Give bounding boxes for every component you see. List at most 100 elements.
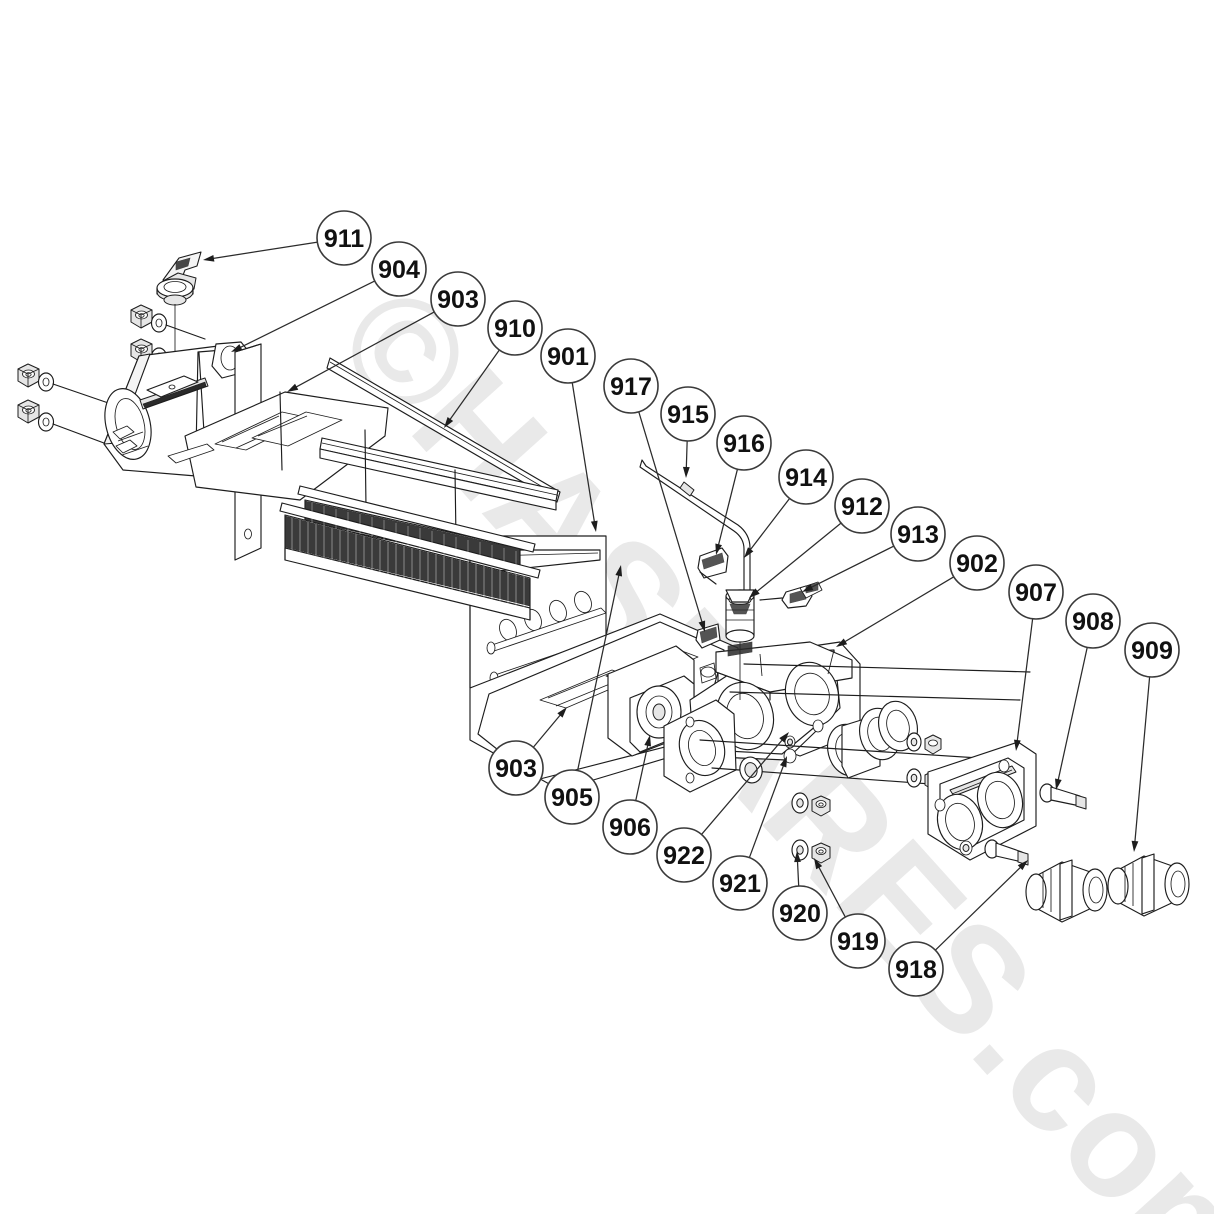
- callout-903[interactable]: 903: [287, 271, 486, 392]
- callout-910[interactable]: 910: [444, 300, 543, 428]
- callout-917[interactable]: 917: [603, 358, 706, 632]
- injector-bracket: [927, 741, 1037, 861]
- callout-bubble[interactable]: [316, 210, 372, 266]
- callout-bubble[interactable]: [656, 827, 712, 883]
- callout-arrowhead: [814, 858, 823, 870]
- callout-leader-line: [717, 469, 738, 547]
- callout-leader-line: [635, 743, 649, 801]
- callout-901[interactable]: 901: [540, 328, 598, 532]
- callout-arrowhead: [644, 735, 651, 747]
- callout-arrowhead: [590, 520, 598, 532]
- callout-leader-line: [935, 865, 1022, 951]
- callout-number: 918: [895, 956, 937, 984]
- nut-icon: [17, 363, 40, 388]
- callout-number: 913: [897, 521, 939, 549]
- callout-904[interactable]: 904: [231, 241, 427, 352]
- callout-906[interactable]: 906: [602, 735, 658, 855]
- callout-918[interactable]: 918: [888, 860, 1028, 997]
- callout-number: 907: [1015, 579, 1057, 607]
- callout-number: 901: [547, 343, 589, 371]
- callout-919[interactable]: 919: [814, 858, 886, 969]
- callout-number: 908: [1072, 608, 1114, 636]
- callout-913[interactable]: 913: [802, 506, 946, 592]
- callout-leader-line: [577, 573, 620, 771]
- callout-bubble[interactable]: [716, 415, 772, 471]
- callout-arrowhead: [1017, 860, 1028, 871]
- callout-leader-line: [211, 241, 317, 260]
- callout-number: 902: [956, 550, 998, 578]
- callout-bubble[interactable]: [487, 300, 543, 356]
- callout-bubble[interactable]: [1065, 593, 1121, 649]
- callout-number: 920: [779, 900, 821, 928]
- washer-icon: [791, 792, 809, 814]
- callout-908[interactable]: 908: [1055, 593, 1121, 790]
- callout-bubble[interactable]: [488, 740, 544, 796]
- callout-arrowhead: [682, 466, 690, 478]
- nut-icon: [811, 842, 831, 864]
- callout-bubble[interactable]: [544, 769, 600, 825]
- callout-number: 921: [719, 870, 761, 898]
- callout-leader-line: [685, 441, 688, 470]
- callout-leader-line: [809, 545, 894, 589]
- nut-icon: [924, 734, 942, 755]
- callout-arrowhead: [715, 543, 722, 555]
- callout-903[interactable]: 903: [488, 707, 567, 796]
- callout-bubble[interactable]: [890, 506, 946, 562]
- callout-909[interactable]: 909: [1124, 622, 1180, 852]
- callout-number: 905: [551, 784, 593, 812]
- callout-bubble[interactable]: [772, 885, 828, 941]
- callout-bubble[interactable]: [371, 241, 427, 297]
- callout-920[interactable]: 920: [772, 851, 828, 941]
- callout-arrowhead: [744, 547, 754, 558]
- callout-arrowhead: [802, 584, 814, 592]
- callout-902[interactable]: 902: [836, 535, 1005, 647]
- callout-number: 911: [324, 225, 364, 253]
- callout-914[interactable]: 914: [744, 449, 834, 558]
- callout-bubble[interactable]: [1124, 622, 1180, 678]
- callout-bubble[interactable]: [949, 535, 1005, 591]
- callout-arrowhead: [287, 383, 299, 392]
- callout-922[interactable]: 922: [656, 732, 789, 883]
- callout-bubble[interactable]: [778, 449, 834, 505]
- callout-905[interactable]: 905: [544, 565, 623, 825]
- screw-icon: [984, 839, 1029, 866]
- callout-leader-line: [638, 412, 704, 624]
- callout-arrowhead: [1131, 840, 1139, 852]
- callout-bubble[interactable]: [540, 328, 596, 384]
- callout-leader-line: [748, 764, 785, 858]
- callout-bubble[interactable]: [712, 855, 768, 911]
- callout-907[interactable]: 907: [1008, 564, 1064, 751]
- nut-icon: [130, 304, 153, 329]
- callout-915[interactable]: 915: [660, 386, 716, 478]
- callout-number: 914: [785, 464, 827, 492]
- callout-bubble[interactable]: [603, 358, 659, 414]
- thermostat-switch-part: [156, 251, 202, 368]
- callout-arrowhead: [779, 732, 789, 743]
- callout-number: 903: [437, 286, 479, 314]
- callout-number: 910: [494, 315, 536, 343]
- callout-bubble[interactable]: [830, 913, 886, 969]
- callout-bubble[interactable]: [660, 386, 716, 442]
- callout-916[interactable]: 916: [715, 415, 772, 555]
- callout-leader-line: [294, 311, 435, 389]
- callout-bubble[interactable]: [430, 271, 486, 327]
- washer-icon: [150, 313, 168, 333]
- callout-leader-line: [448, 350, 500, 422]
- callout-arrowhead: [231, 344, 243, 352]
- washer-icon: [906, 768, 922, 788]
- callout-arrowhead: [203, 254, 215, 262]
- callout-bubble[interactable]: [602, 799, 658, 855]
- callout-912[interactable]: 912: [749, 478, 890, 598]
- callout-911[interactable]: 911: [203, 210, 372, 266]
- callout-bubble[interactable]: [888, 941, 944, 997]
- callout-bubble[interactable]: [834, 478, 890, 534]
- callout-bubble[interactable]: [1008, 564, 1064, 620]
- callout-leader-line: [533, 713, 562, 748]
- callout-number: 915: [667, 401, 709, 429]
- screw-icon: [1039, 783, 1087, 810]
- callout-number: 912: [841, 493, 883, 521]
- callout-921[interactable]: 921: [712, 756, 787, 911]
- pilot-tube-assembly: [639, 459, 755, 657]
- callout-leader-line: [1057, 647, 1088, 782]
